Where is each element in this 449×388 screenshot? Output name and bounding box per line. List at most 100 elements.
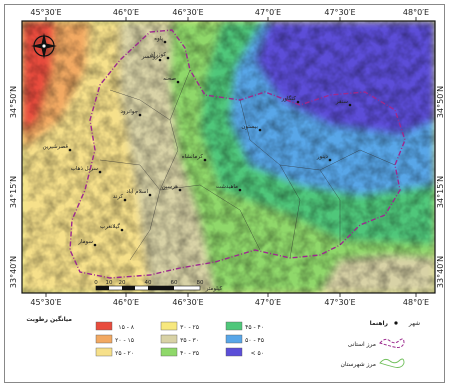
place-label-sumar: سومار (77, 239, 93, 245)
city-dot-icon (123, 198, 127, 202)
humidity-zones: کوزران صحنه کرمانشاه هرسین کنگاور بیستون جوانر… (22, 21, 435, 293)
legend-swatch-8 (225, 347, 243, 357)
top-coord-6: 48°0′E (403, 8, 429, 17)
place-label-qasr: قصرشیرین (43, 144, 69, 150)
scale-tick-10: 10 (106, 280, 113, 286)
north-arrow-icon (31, 33, 57, 59)
legend-class-label-6: ۴۵ - ۴۰ (245, 324, 264, 331)
legend-swatch-0 (95, 321, 113, 331)
place-label-dinavar: دینور (316, 154, 329, 160)
city-dot-icon (203, 158, 207, 162)
place-label-sonqor: سنقر (335, 99, 348, 105)
right-coord-2: 34°15′N (436, 176, 445, 208)
city-dot-icon (158, 58, 162, 62)
right-coord-3: 33°40′N (436, 256, 445, 288)
scale-bar: 0 10 20 40 60 80 کیلومتر (94, 280, 222, 292)
scale-tick-60: 60 (171, 280, 178, 286)
place-markers: کوزران صحنه کرمانشاه هرسین کنگاور بیستون جوانر… (43, 36, 352, 247)
place-label-harsin: هرسین (162, 184, 178, 190)
city-dot-icon (176, 80, 180, 84)
city-dot-icon (166, 56, 170, 60)
province-border (69, 29, 406, 279)
scale-tick-0: 0 (94, 280, 98, 286)
place-label-javanrud: جوانرود (121, 109, 138, 115)
place-label-bisotun: بیستون (241, 124, 258, 130)
scale-tick-80: 80 (197, 280, 204, 286)
county-border-icon (379, 358, 405, 368)
legend-swatch-7 (225, 334, 243, 344)
scale-tick-20: 20 (119, 280, 126, 286)
legend-city-label: شهر (408, 320, 420, 327)
province-border-icon (379, 338, 405, 348)
scale-tick-40: 40 (145, 280, 152, 286)
left-coord-2: 34°15′N (9, 176, 18, 208)
scale-unit: کیلومتر (205, 285, 223, 292)
legend-county-label: مرز شهرستان (340, 361, 376, 368)
place-label-ravansar: روانسر (141, 54, 159, 60)
top-coord-2: 46°0′E (113, 8, 139, 17)
legend-swatch-2 (95, 347, 113, 357)
top-coord-3: 46°30′E (172, 8, 203, 17)
right-coord-1: 34°50′N (436, 86, 445, 118)
legend-province-label: مرز استانی (348, 341, 376, 348)
county-borders (99, 69, 396, 261)
legend-guide-title: راهنما (370, 320, 389, 327)
top-coord-1: 45°30′E (30, 8, 61, 17)
bottom-coord-3: 46°30′E (172, 298, 203, 307)
place-label-eslamabad: اسلام آباد (126, 188, 148, 195)
graticule-ticks (45, 17, 417, 297)
top-coord-4: 47°0′E (255, 8, 281, 17)
city-dot-icon (238, 188, 242, 192)
city-dot-icon (98, 170, 102, 174)
left-coord-3: 33°40′N (9, 256, 18, 288)
legend-class-label-2: ۲۵ - ۲۰ (115, 350, 134, 357)
place-label-kuzaran: کوزران (150, 51, 167, 58)
bottom-coord-2: 46°0′E (113, 298, 139, 307)
city-dot-icon (148, 193, 152, 197)
legend: میانگین رطوبت ۱۵ - ۸ ۲۰ - ۱۵ ۲۵ - ۲۰ ۳۰ - ۲… (26, 315, 420, 368)
place-label-sahneh: صحنه (163, 76, 176, 82)
hillshade (22, 21, 435, 293)
city-dot-icon (348, 103, 352, 107)
legend-swatch-3 (160, 321, 178, 331)
legend-class-label-3: ۳۰ - ۲۵ (180, 324, 199, 331)
bottom-coord-5: 47°30′E (324, 298, 355, 307)
legend-class-label-7: ۵۰ - ۴۵ (245, 337, 264, 344)
legend-classes: ۱۵ - ۸ ۲۰ - ۱۵ ۲۵ - ۲۰ ۳۰ - ۲۵ ۳۵ - ۳۰ ۴۰ - ۳… (95, 321, 264, 357)
place-label-kerend: کرند (113, 193, 123, 200)
place-label-paveh: پاوه (154, 36, 163, 42)
bottom-coord-1: 45°30′E (30, 298, 61, 307)
legend-class-label-8: < ۵۰ (251, 350, 264, 357)
place-label-kermanshah: کرمانشاه (182, 153, 204, 160)
legend-title: میانگین رطوبت (26, 315, 72, 323)
legend-class-label-5: ۴۰ - ۳۵ (180, 350, 199, 357)
city-dot-icon (394, 321, 398, 325)
city-dot-icon (120, 228, 124, 232)
city-dot-icon (328, 158, 332, 162)
legend-class-label-0: ۱۵ - ۸ (118, 324, 134, 331)
legend-swatch-4 (160, 334, 178, 344)
legend-swatch-1 (95, 334, 113, 344)
city-dot-icon (296, 100, 300, 104)
legend-class-label-4: ۳۵ - ۳۰ (180, 337, 199, 344)
place-label-sarpol: سرپل ذهاب (71, 166, 99, 172)
neatline (21, 20, 436, 294)
legend-swatch-5 (160, 347, 178, 357)
place-label-kangavar: کنگاور (281, 95, 297, 102)
legend-swatch-6 (225, 321, 243, 331)
legend-class-label-1: ۲۰ - ۱۵ (115, 337, 134, 344)
city-dot-icon (68, 148, 72, 152)
place-label-gilan: گیلانغرب (100, 223, 120, 230)
city-dot-icon (138, 113, 142, 117)
bottom-coord-4: 47°0′E (255, 298, 281, 307)
city-dot-icon (93, 243, 97, 247)
place-label-mahidasht: ماهیدشت (216, 184, 238, 190)
top-coord-5: 47°30′E (324, 8, 355, 17)
city-dot-icon (163, 40, 167, 44)
left-coord-1: 34°50′N (9, 86, 18, 118)
city-dot-icon (178, 188, 182, 192)
bottom-coord-6: 48°0′E (403, 298, 429, 307)
city-dot-icon (258, 128, 262, 132)
